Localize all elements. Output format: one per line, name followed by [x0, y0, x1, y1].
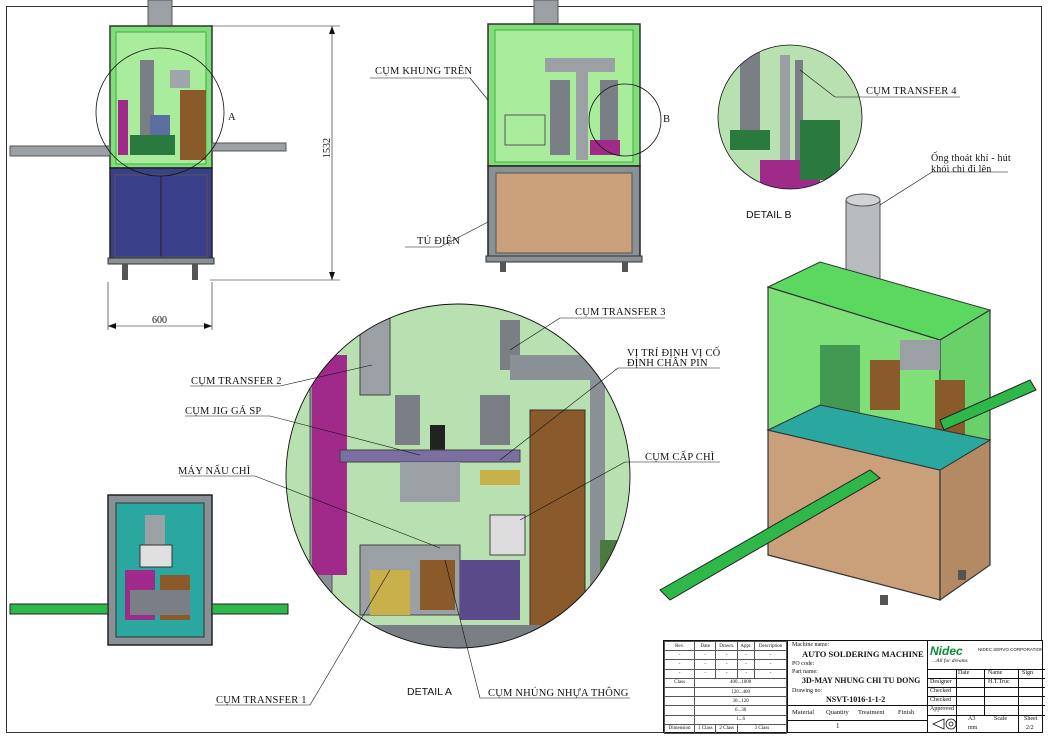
label-may-nau-chi: MÁY NẤU CHÌ — [178, 466, 251, 477]
title-block: Rev. Date Drawn. Appr. Description -----… — [663, 640, 1045, 734]
label-vi-tri-2: ĐỊNH CHÂN PIN — [627, 358, 708, 369]
detail-b-title: DETAIL B — [746, 209, 792, 221]
class-row: 30...120 — [694, 696, 787, 707]
top-view — [9, 494, 289, 646]
units-value: mm — [968, 725, 978, 731]
detail-a-marker: A — [228, 112, 236, 123]
part-name: 3D-MAY NHUNG CHI TU DONG — [802, 676, 921, 685]
material-label: Material — [792, 709, 815, 716]
label-tu-dien: TỦ ĐIỆN — [417, 236, 461, 247]
class-label: Class — [663, 677, 696, 688]
class-col: 1 Class — [694, 723, 717, 734]
label-cum-transfer-3: CỤM TRANSFER 3 — [575, 307, 666, 318]
label-cum-nhung: CỤM NHÚNG NHỰA THÔNG — [488, 688, 629, 699]
date-label: Date — [958, 670, 970, 676]
corp-name: NIDEC SERVO CORPORATION — [978, 647, 1044, 652]
designer-name: H.T.Trúc — [988, 679, 1010, 685]
side-view — [370, 0, 662, 272]
sheet-border — [6, 6, 1042, 733]
drawing-no: NSVT-1016-1-1-2 — [826, 695, 886, 704]
detail-b-marker: B — [663, 114, 671, 125]
quantity-label: Quantity — [826, 709, 849, 716]
name-label: Name — [988, 670, 1003, 676]
sheet-label: Sheet — [1024, 716, 1038, 722]
drawing-no-label: Drawing no: — [792, 688, 823, 694]
label-cum-transfer-2: CỤM TRANSFER 2 — [191, 376, 282, 387]
label-cum-khung-tren: CỤM KHUNG TRÊN — [375, 66, 473, 77]
revision-table: Rev. Date Drawn. Appr. Description -----… — [663, 640, 788, 734]
material-row: Material Quantity Treatment Finish — [788, 705, 928, 721]
approved-label: Approved — [930, 706, 954, 712]
label-cum-jig: CỤM JIG GÁ SP — [185, 406, 262, 417]
detail-b — [717, 44, 960, 190]
sign-label: Sign — [1022, 670, 1034, 676]
title-main: Machine name: AUTO SOLDERING MACHINE PO … — [787, 641, 928, 733]
rev-header: Appr. — [736, 640, 756, 652]
class-row: 120...400 — [694, 686, 787, 698]
designer-label: Designer — [930, 679, 952, 685]
detail-a-title: DETAIL A — [407, 686, 452, 698]
height-dimension: 1532 — [322, 138, 333, 158]
quantity-value: 1 — [836, 722, 840, 730]
isometric-view — [659, 171, 1037, 605]
machine-name-label: Machine name: — [792, 642, 830, 648]
class-col: 2 Class — [715, 723, 738, 734]
scale-label: Scale — [994, 716, 1007, 722]
finish-label: Finish — [898, 709, 915, 716]
dimension-label: Dimension — [663, 723, 696, 734]
class-col: 3 Class — [736, 723, 788, 734]
label-ong-thoat-khi-1: Ống thoát khí - hút — [931, 153, 1011, 164]
label-vi-tri-1: VỊ TRÍ ĐỊNH VỊ CỐ — [627, 348, 721, 359]
slogan: ...All for dreams — [932, 658, 968, 664]
checked-label: Checked — [930, 697, 951, 703]
front-view — [9, 0, 340, 330]
class-row: 1...6 — [694, 714, 787, 725]
label-cum-transfer-4: CỤM TRANSFER 4 — [866, 86, 957, 97]
size-value: A3 — [968, 716, 976, 722]
width-dimension: 600 — [152, 315, 167, 326]
rev-header: Date — [694, 640, 717, 652]
po-code-label: PO code: — [792, 661, 815, 667]
class-row: 6...30 — [694, 705, 787, 716]
sheet-value: 2/2 — [1026, 725, 1034, 731]
projection-symbol-icon — [932, 718, 957, 730]
nidec-logo: Nidec — [930, 644, 963, 658]
rev-header: Rev. — [663, 640, 696, 652]
label-ong-thoat-khi-2: khói chì đi lên — [931, 164, 992, 175]
rev-header: Description — [754, 640, 787, 652]
machine-name: AUTO SOLDERING MACHINE — [802, 649, 924, 659]
treatment-label: Treatment — [858, 709, 885, 716]
title-right: Nidec NIDEC SERVO CORPORATION ...All for… — [927, 641, 1045, 733]
class-row: 400...1000 — [694, 677, 787, 688]
label-cum-transfer-1: CỤM TRANSFER 1 — [216, 695, 307, 706]
checked-label: Checked — [930, 688, 951, 694]
rev-header: Drawn. — [715, 640, 738, 652]
part-name-label: Part name: — [792, 669, 818, 675]
label-cum-cap-chi: CỤM CẤP CHÌ — [645, 452, 715, 463]
